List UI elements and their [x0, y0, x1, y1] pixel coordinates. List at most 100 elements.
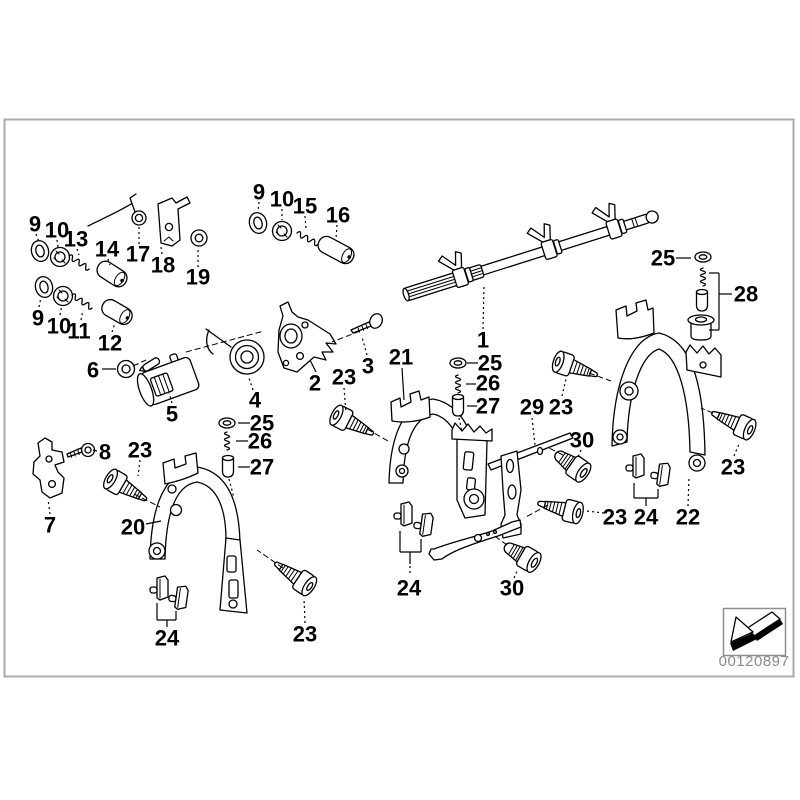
alignment-lines [132, 330, 714, 569]
leader-line-5 [168, 392, 173, 404]
callout-label-22: 22 [676, 505, 700, 530]
leader-line-14 [107, 258, 111, 266]
callout-label-4: 4 [249, 388, 262, 413]
part-18-bracket [157, 196, 191, 247]
part-10-plug-screw [271, 220, 293, 242]
part-23-ball-pin [534, 491, 586, 526]
part-28-detent-pin [695, 288, 709, 312]
part-1-shift-rod [402, 201, 659, 302]
part-24-slide-shoe [149, 575, 169, 601]
leader-line-21 [401, 367, 405, 401]
leader-line-20 [145, 520, 162, 525]
leader-line-3 [361, 336, 368, 356]
part-27-detent-pin [451, 393, 465, 417]
part-13-spring [66, 253, 92, 272]
part-5-detent-housing [136, 353, 200, 407]
diagram-code: 00120897 [719, 653, 790, 670]
callout-label-23: 23 [128, 438, 152, 463]
leader-line-23 [343, 387, 347, 414]
diagram-frame [3, 118, 795, 678]
callout-label-1: 1 [477, 328, 489, 353]
callout-label-3: 3 [362, 354, 374, 379]
part-25-cap [218, 417, 236, 429]
part-25-cap [449, 357, 467, 369]
callout-label-12: 12 [98, 331, 122, 356]
part-29-selector-arm [428, 432, 574, 561]
callout-label-25: 25 [478, 351, 502, 376]
leader-line-13 [76, 248, 80, 256]
callout-label-20: 20 [121, 515, 145, 540]
leader-line-11 [80, 309, 84, 321]
leader-line-1 [482, 283, 485, 330]
callout-label-18: 18 [151, 253, 175, 278]
leader-line-22 [687, 476, 690, 507]
part-24-slide-shoe [393, 501, 413, 527]
callout-label-9: 9 [253, 180, 265, 205]
part-2-selector-lever [277, 301, 337, 373]
callout-label-7: 7 [44, 513, 56, 538]
leader-line-12 [111, 322, 116, 333]
part-9-seal-ring [32, 274, 56, 300]
leader-line-30 [577, 449, 582, 458]
callout-label-27: 27 [250, 455, 274, 480]
leader-line-10 [59, 304, 63, 316]
leader-line-8 [92, 449, 98, 452]
leader-line-29 [531, 417, 536, 446]
part-20-shift-fork [148, 452, 248, 614]
part-4-torsion-spring [205, 328, 265, 375]
callout-label-30: 30 [570, 428, 594, 453]
callout-label-29: 29 [520, 395, 544, 420]
part-25-cap [694, 251, 712, 263]
leader-line-4 [248, 377, 254, 391]
callout-label-23: 23 [549, 395, 573, 420]
part-24-slide-shoe [166, 583, 190, 612]
callout-label-10: 10 [270, 187, 294, 212]
callout-label-30: 30 [500, 576, 524, 601]
direction-arrow-icon [722, 607, 787, 657]
callout-label-25: 25 [250, 411, 274, 436]
part-26-spring [454, 374, 462, 394]
part-14-pin [93, 257, 131, 291]
part-24-slide-shoe [648, 460, 672, 489]
callout-label-5: 5 [166, 402, 178, 427]
callout-label-11: 11 [67, 319, 90, 344]
part-26-spring [223, 431, 231, 451]
callout-label-16: 16 [326, 203, 350, 228]
callout-label-19: 19 [186, 265, 210, 290]
leader-line-23 [733, 443, 740, 457]
part-16-dowel-pin [317, 235, 355, 265]
callout-label-26: 26 [248, 429, 272, 454]
callout-label-23: 23 [721, 455, 745, 480]
callout-label-23: 23 [603, 505, 627, 530]
part-23-ball-pin [326, 402, 379, 445]
callout-label-26: 26 [476, 371, 500, 396]
leader-line-23 [303, 597, 306, 624]
callout-label-9: 9 [29, 212, 41, 237]
part-28-sleeve [687, 314, 715, 341]
leader-line-23 [561, 378, 567, 397]
callout-label-23: 23 [293, 622, 317, 647]
callout-label-23: 23 [332, 365, 356, 390]
callout-label-28: 28 [734, 282, 758, 307]
leader-line-15 [304, 215, 307, 230]
callout-label-14: 14 [95, 237, 120, 262]
part-24-slide-shoe [625, 453, 645, 479]
leader-line-18 [160, 246, 163, 255]
leader-line-2 [309, 359, 317, 373]
part-23-ball-pin [706, 402, 760, 443]
part-3-bolt [350, 313, 383, 334]
leader-line-10 [56, 239, 59, 248]
leader-line-30 [513, 568, 519, 579]
callout-label-13: 13 [64, 227, 88, 252]
leader-line-9 [257, 201, 260, 213]
part-27-detent-pin [221, 454, 235, 478]
part-10-plug-screw [52, 285, 74, 307]
part-22-shift-fork [611, 299, 722, 472]
part-30-screw [498, 535, 545, 576]
part-15-spring [295, 230, 321, 248]
callout-label-27: 27 [476, 394, 500, 419]
callout-label-24: 24 [634, 505, 659, 530]
